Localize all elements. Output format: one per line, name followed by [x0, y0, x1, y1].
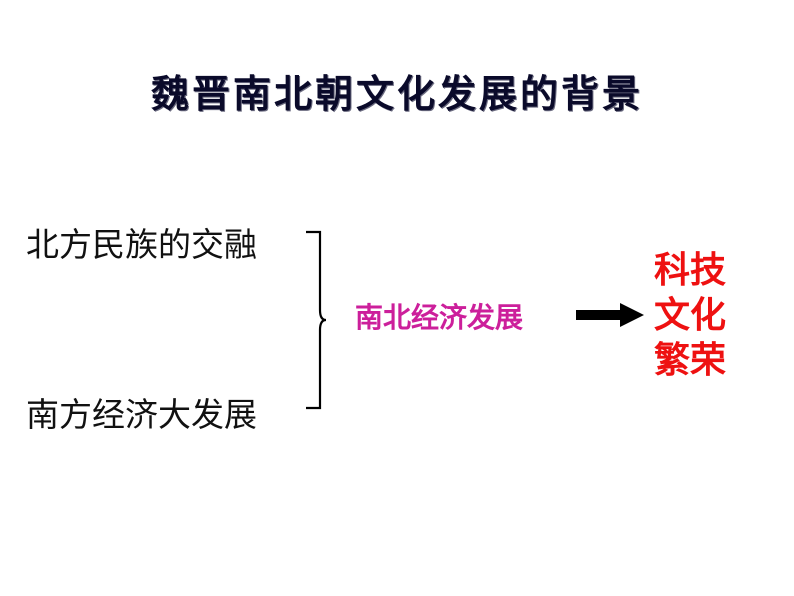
result-line-prosperity: 繁荣 — [654, 340, 727, 381]
left-item-north: 北方民族的交融 — [26, 225, 257, 264]
right-bracket — [306, 230, 327, 410]
arrow-right-icon — [576, 303, 644, 327]
left-item-south: 南方经济大发展 — [26, 395, 257, 434]
result-line-tech: 科技 — [654, 250, 727, 291]
page-title: 魏晋南北朝文化发展的背景 — [150, 72, 643, 116]
middle-label: 南北经济发展 — [355, 301, 524, 334]
result-block: 科技 文化 繁荣 — [654, 248, 754, 383]
result-line-culture: 文化 — [654, 295, 727, 336]
